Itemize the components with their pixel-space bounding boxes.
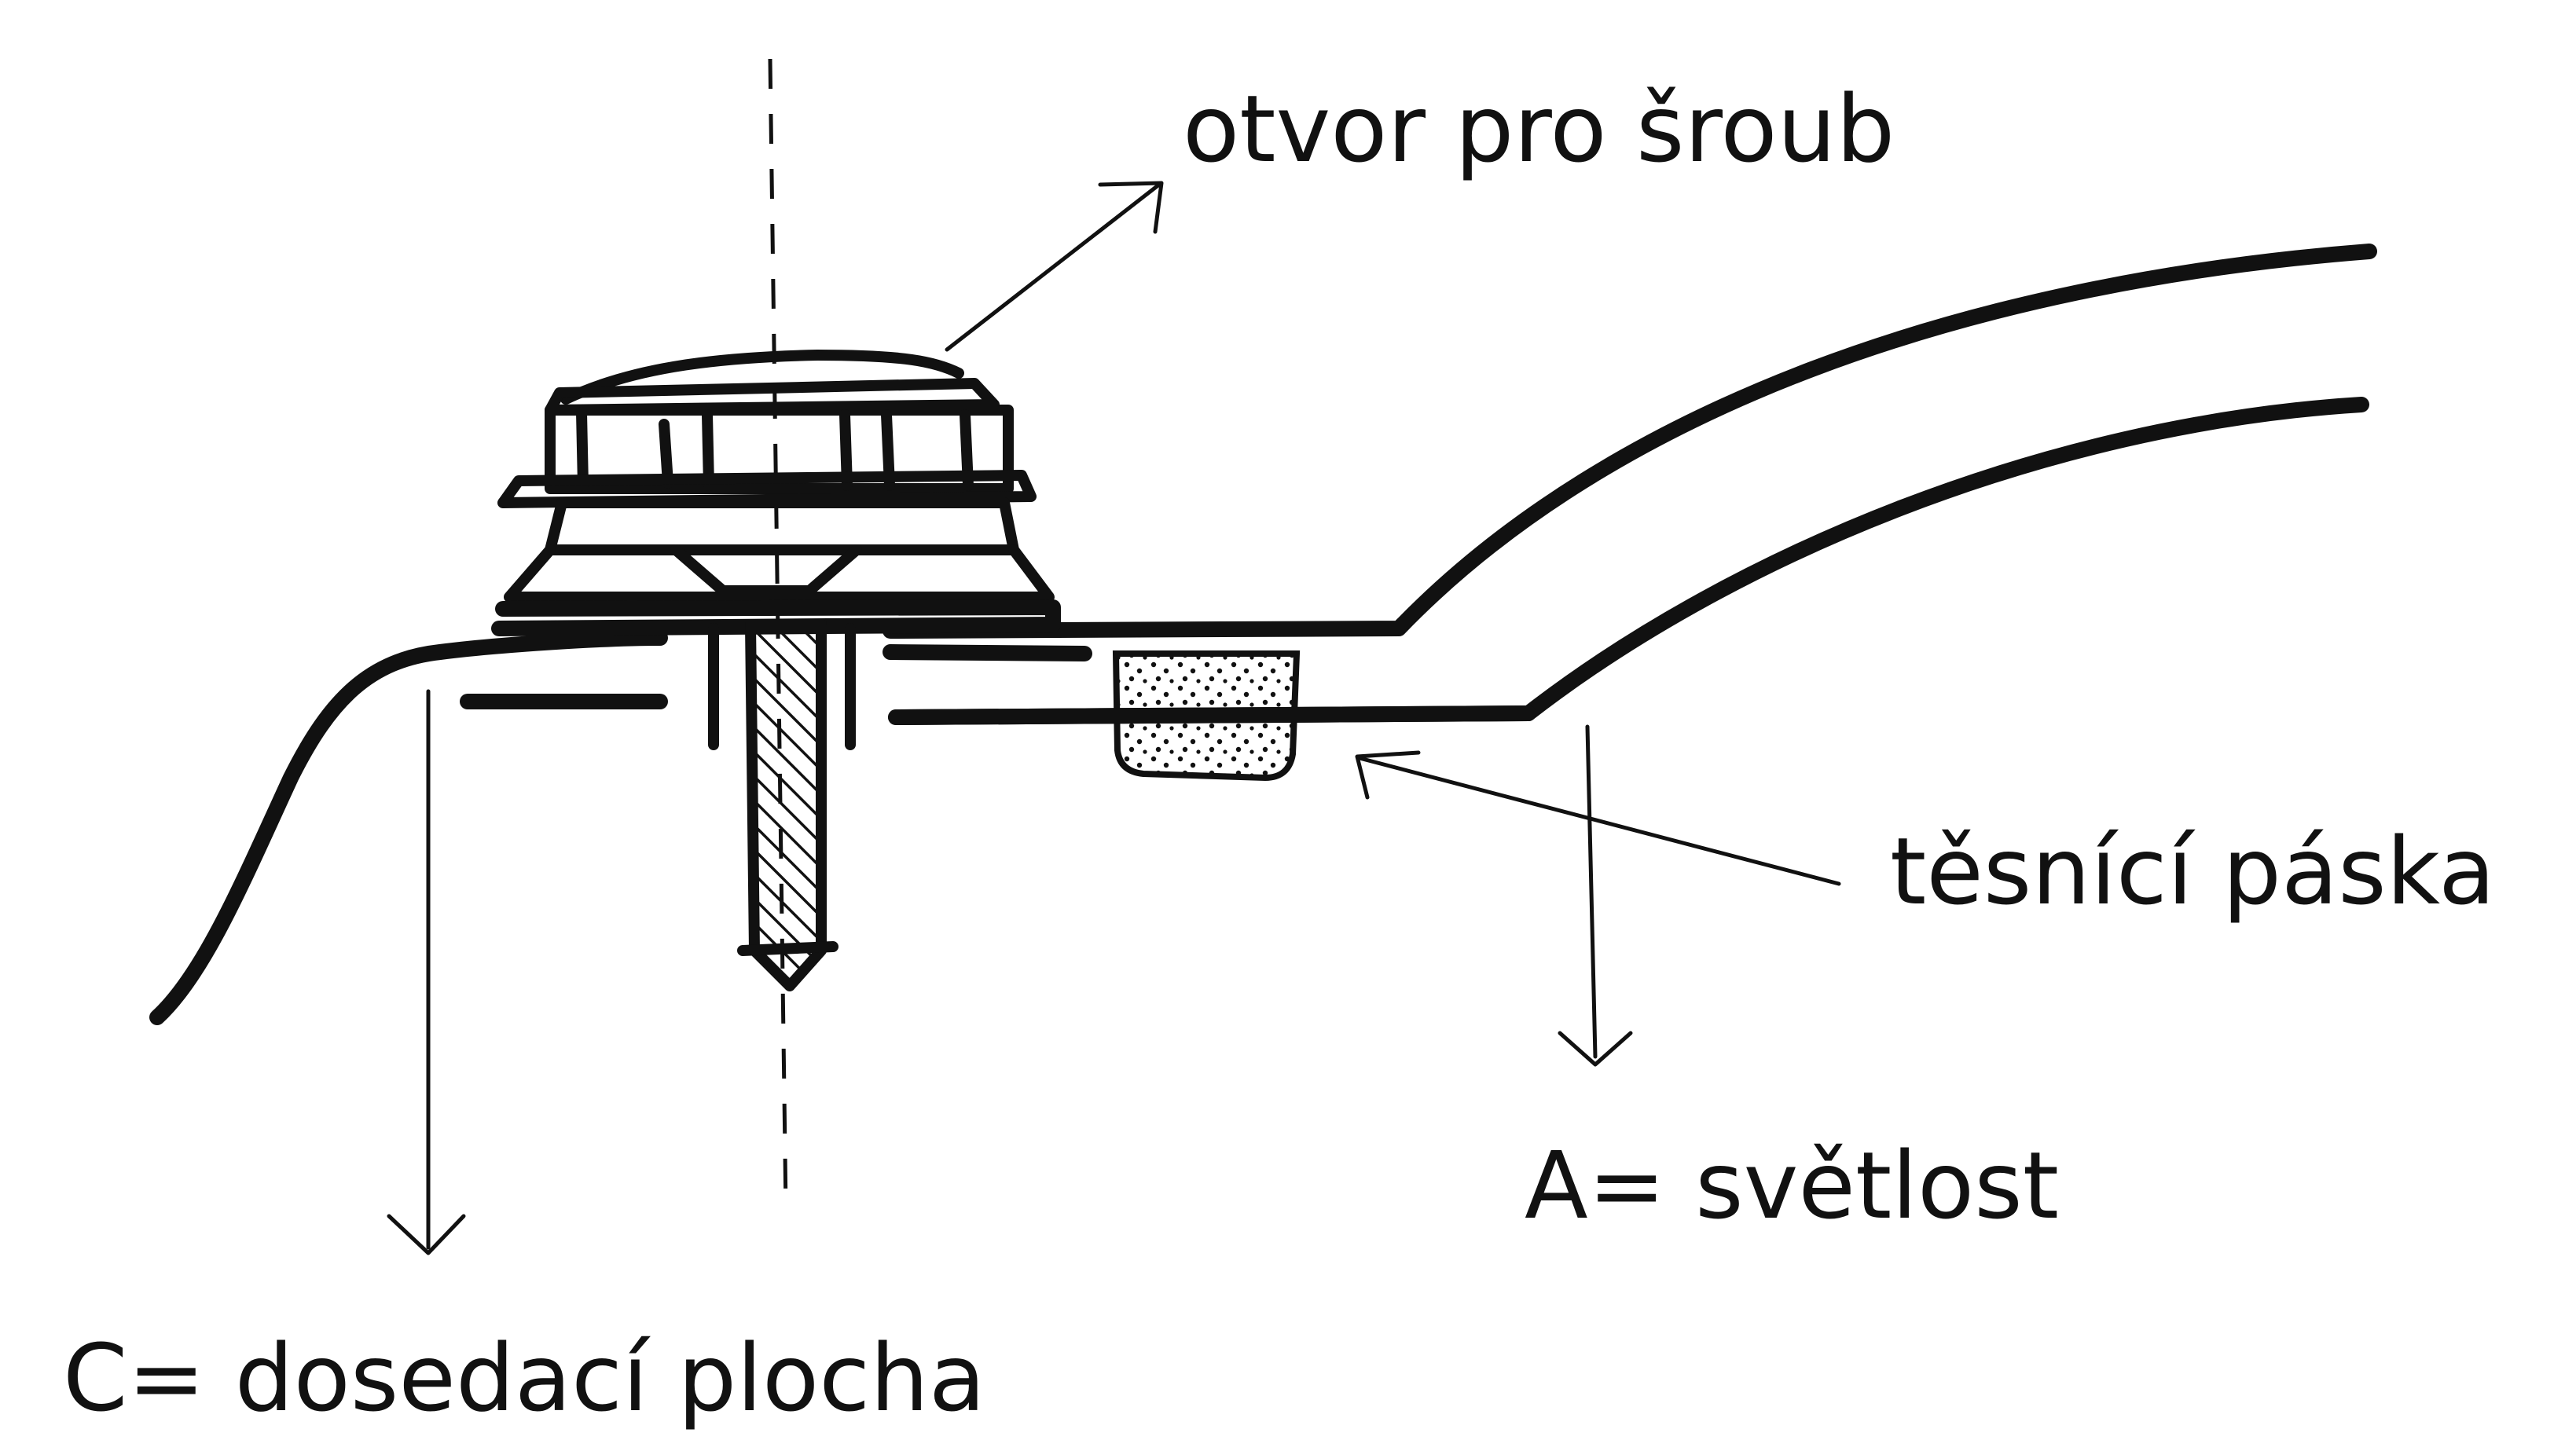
screw-washer-flange [497,470,1037,508]
screw-tip-line [737,941,838,956]
sealing-tape-overline [888,705,1536,725]
right-profile-lower [888,397,2369,725]
right-profile-upper [883,244,2377,639]
right-sheet-gap-line [883,644,1092,661]
label-screw-hole: otvor pro šroub [1183,75,1895,183]
screw-hole-leader-arrow [945,181,1164,352]
clearance-down-arrow [1558,724,1633,1067]
screw-shank [745,619,827,991]
screw-cap-body [545,405,1014,494]
screw-gasket [504,544,1055,603]
screw-washer-body [545,497,1019,555]
sealing-tape-leader-arrow [1355,750,1841,886]
screw-washer-inner [670,544,862,596]
left-roof-profile [149,630,668,1025]
label-seating-surface: C= dosedací plocha [63,1324,985,1432]
label-clearance: A= světlost [1525,1131,2059,1240]
label-sealing-tape: těsnící páska [1890,817,2495,925]
screw-cap-dome [560,350,964,405]
seating-surface-down-arrow [387,689,466,1255]
